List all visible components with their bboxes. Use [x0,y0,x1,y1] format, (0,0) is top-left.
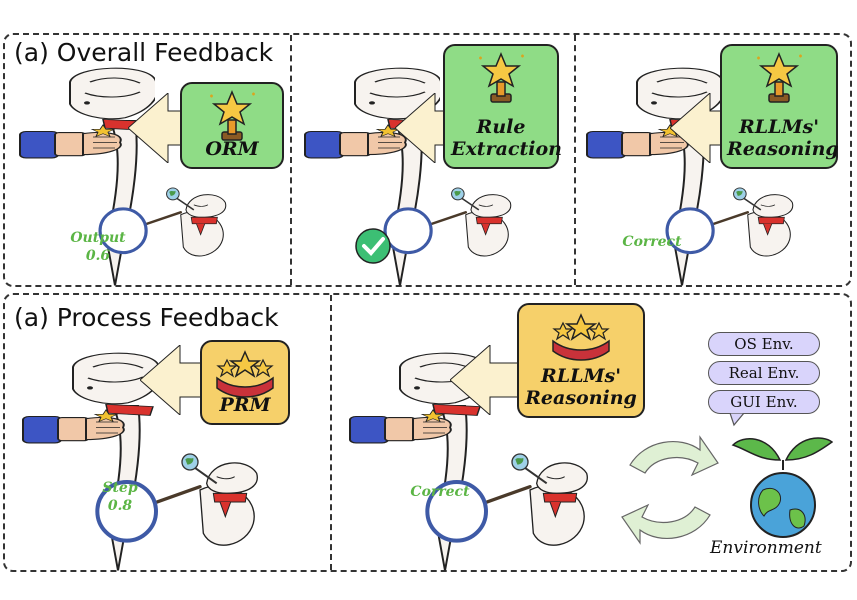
overall-feedback-panel [3,33,852,287]
correct-lens-bottom-text: Correct [410,484,470,500]
correct-lens-bottom: Correct [410,484,470,500]
rllms-reasoning-card-bottom: RLLMs' Reasoning [517,303,645,418]
rllms-reasoning-label-top: RLLMs' Reasoning [727,116,839,161]
overall-feedback-heading: (a) Overall Feedback [14,38,274,67]
rule-extraction-label: Rule Extraction [451,116,562,161]
trophy-icon [756,53,803,103]
earth-icon [731,437,833,538]
env-option-os: OS Env. [708,332,820,356]
prm-card: PRM [200,340,290,425]
ribbon-stars-icon [216,351,274,398]
trophy-icon [209,91,256,141]
process-feedback-panel [3,293,852,572]
process-feedback-heading: (a) Process Feedback [14,303,279,332]
prm-label: PRM [219,394,271,417]
rule-extraction-card: Rule Extraction [443,44,562,169]
correct-lens: Correct [622,234,682,250]
ribbon-stars-icon [552,314,610,361]
env-option-gui: GUI Env. [708,390,820,414]
panel-divider [574,35,576,285]
environment-label: Environment [710,538,822,558]
trophy-icon [478,53,525,103]
orm-label: ORM [205,138,259,161]
orm-card: ORM [180,82,284,169]
rllms-reasoning-label-bottom: RLLMs' Reasoning [525,365,637,410]
speech-tail [729,413,745,427]
check-circle-icon [355,228,391,264]
rllms-reasoning-card-top: RLLMs' Reasoning [720,44,839,169]
panel-divider [330,295,332,570]
correct-lens-text: Correct [622,234,682,250]
cycle-arrows-icon [621,435,719,545]
env-option-real: Real Env. [708,361,820,385]
panel-divider [290,35,292,285]
